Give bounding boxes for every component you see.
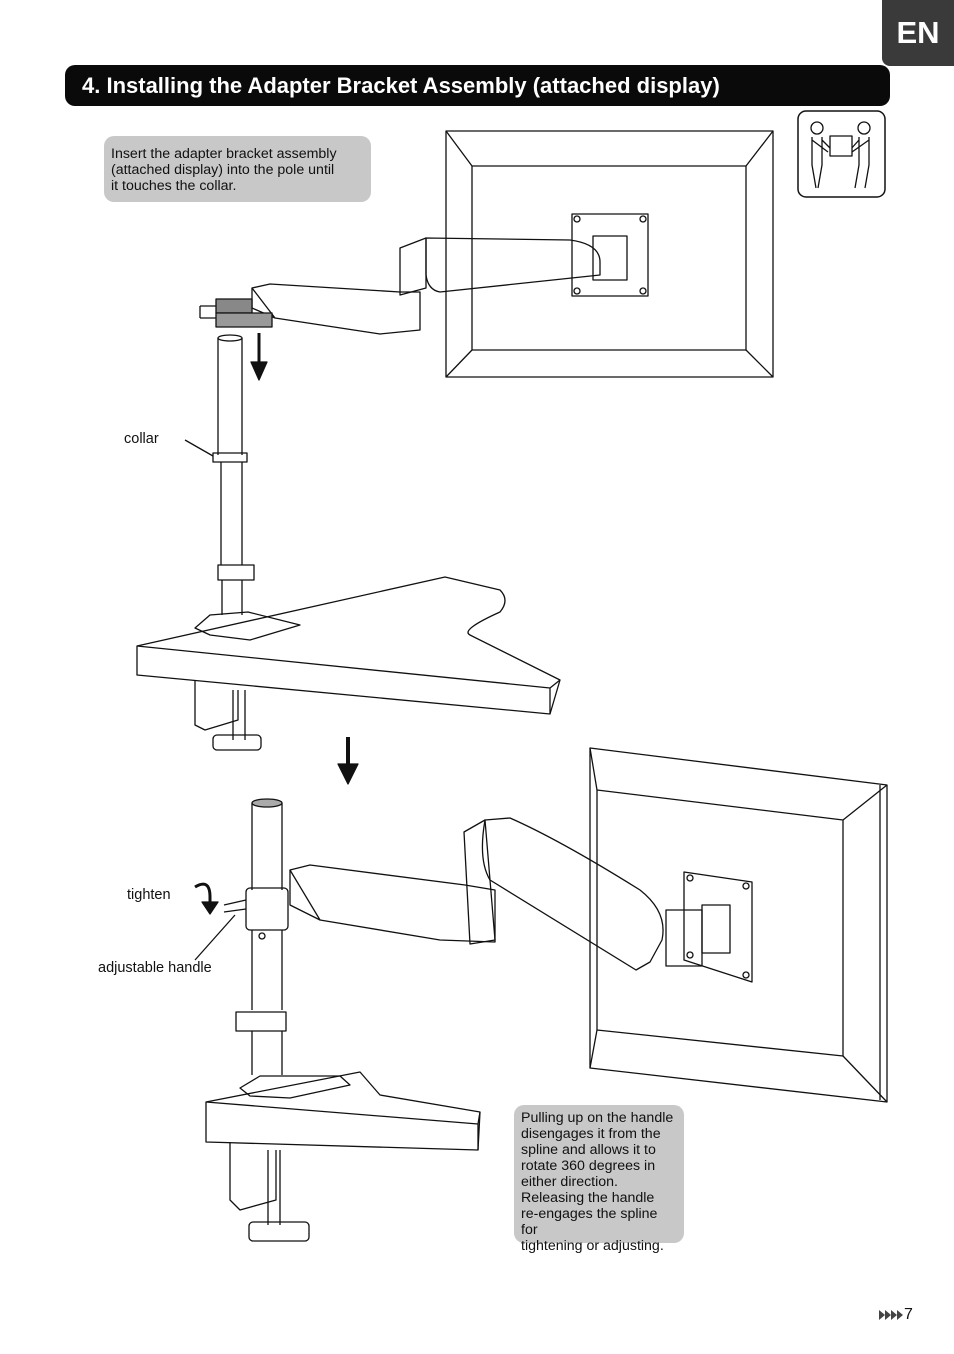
page-arrows-icon <box>879 1310 903 1320</box>
rotate-arrow-icon <box>194 882 219 915</box>
pole-top <box>184 334 255 615</box>
down-arrow-icon <box>250 333 268 381</box>
monitor-bottom <box>589 747 888 1103</box>
handle-leader-line <box>194 914 236 961</box>
arm-top <box>199 237 601 335</box>
adjustable-handle-label: adjustable handle <box>98 960 212 976</box>
section-title: 4. Installing the Adapter Bracket Assemb… <box>65 65 890 106</box>
down-arrow-icon <box>337 737 359 785</box>
desk-top <box>136 576 561 751</box>
arm-bottom <box>289 817 664 971</box>
collar-label: collar <box>124 431 159 447</box>
page-number: 7 <box>904 1306 913 1323</box>
language-tab: EN <box>882 0 954 66</box>
pole-bottom <box>223 798 289 1075</box>
monitor-top <box>445 130 774 378</box>
desk-bottom <box>205 1071 481 1242</box>
tighten-label: tighten <box>127 887 171 903</box>
handle-note: Pulling up on the handle disengages it f… <box>514 1105 684 1254</box>
two-person-lift-icon <box>797 110 886 198</box>
instruction-note: Insert the adapter bracket assembly (att… <box>104 136 371 202</box>
